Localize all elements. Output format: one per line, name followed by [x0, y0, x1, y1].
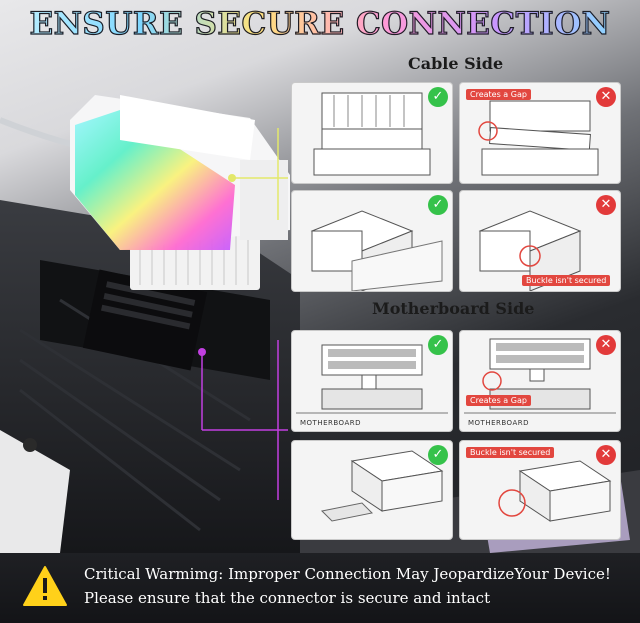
mb-buckle-bad-panel: Buckle isn't secured ✕: [459, 440, 621, 540]
mb-gap-panel: Creates a Gap MOTHERBOARD ✕: [459, 330, 621, 432]
check-icon: ✓: [428, 335, 448, 355]
warning-line-2: Please ensure that the connector is secu…: [84, 589, 491, 607]
buckle-not-secured-callout: Buckle isn't secured: [466, 447, 555, 458]
warning-bar: Critical Warmimg: Improper Connection Ma…: [0, 553, 640, 623]
mb-buckle-correct-panel: ✓: [291, 440, 453, 540]
motherboard-label: MOTHERBOARD: [300, 419, 361, 427]
cross-icon: ✕: [596, 195, 616, 215]
cable-buckle-correct-diagram: [310, 210, 443, 291]
warning-line-1: Critical Warmimg: Improper Connection Ma…: [84, 565, 611, 583]
cross-icon: ✕: [596, 335, 616, 355]
check-icon: ✓: [428, 195, 448, 215]
mb-gap-diagram: [464, 338, 616, 414]
motherboard-side-heading: Motherboard Side: [372, 299, 535, 318]
mb-correct-panel: MOTHERBOARD ✓: [291, 330, 453, 432]
cable-gap-panel: Creates a Gap ✕: [459, 82, 621, 184]
creates-gap-callout: Creates a Gap: [466, 89, 531, 100]
warning-triangle-icon: [23, 566, 67, 606]
mb-buckle-bad-diagram: [498, 460, 612, 522]
cross-icon: ✕: [596, 87, 616, 107]
mb-correct-diagram: [296, 344, 448, 414]
cable-buckle-bad-panel: Buckle isn't secured ✕: [459, 190, 621, 292]
cable-buckle-correct-panel: ✓: [291, 190, 453, 292]
check-icon: ✓: [428, 87, 448, 107]
cable-side-heading: Cable Side: [408, 54, 504, 73]
creates-gap-callout: Creates a Gap: [466, 395, 531, 406]
cable-gap-diagram: [478, 100, 599, 176]
buckle-not-secured-callout: Buckle isn't secured: [522, 275, 611, 286]
motherboard-label: MOTHERBOARD: [468, 419, 529, 427]
check-icon: ✓: [428, 445, 448, 465]
cable-correct-diagram: [313, 92, 431, 176]
cable-correct-panel: ✓: [291, 82, 453, 184]
mb-buckle-correct-diagram: [320, 450, 444, 522]
cross-icon: ✕: [596, 445, 616, 465]
page-title: ENSURE SECURE CONNECTION: [0, 5, 640, 42]
